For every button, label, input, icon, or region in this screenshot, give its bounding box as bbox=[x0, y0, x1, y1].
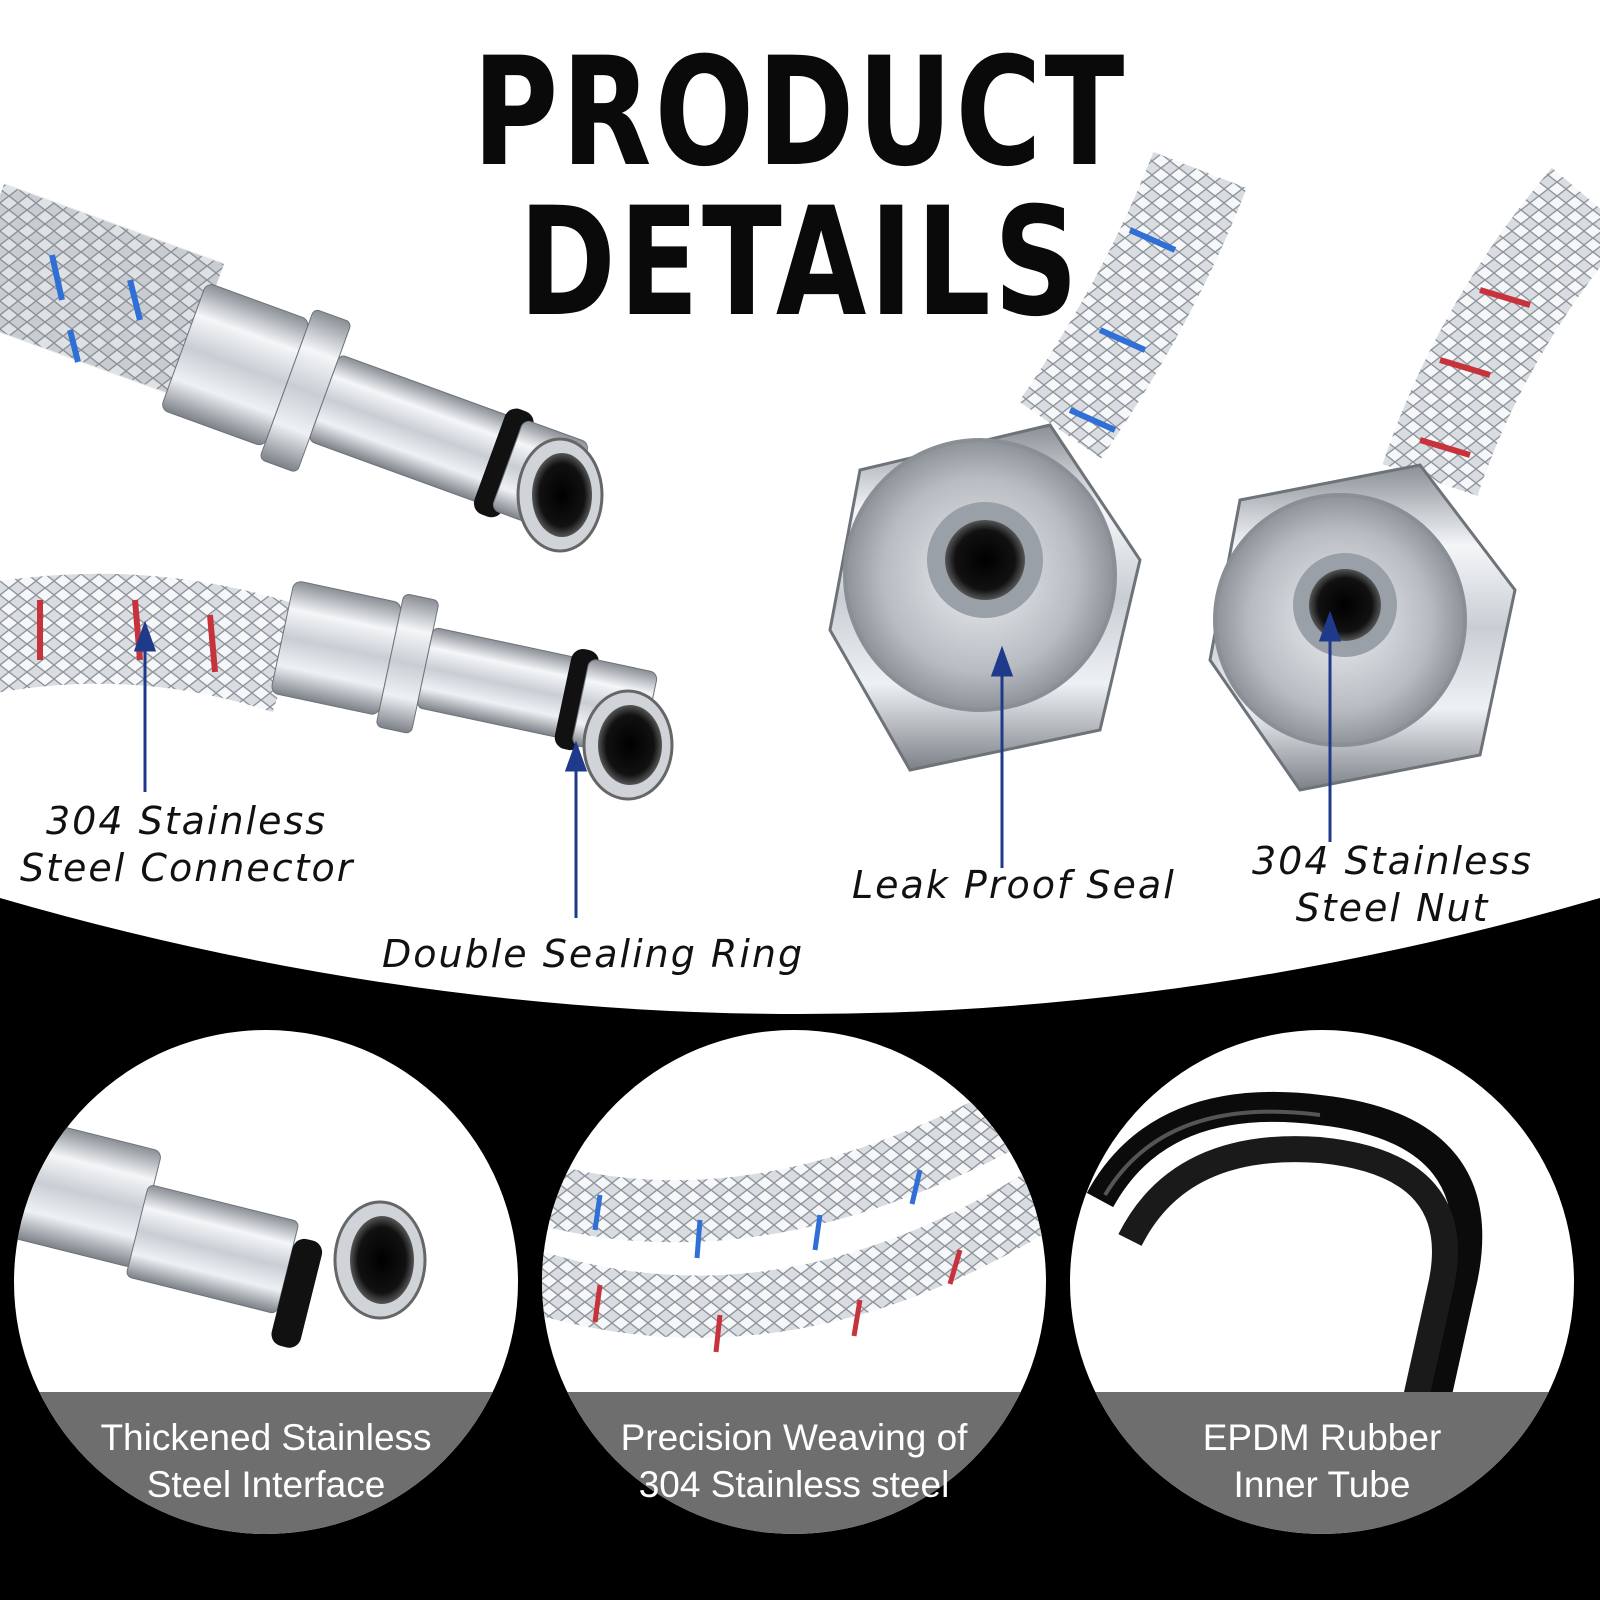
page-title: PRODUCT DETAILS bbox=[472, 26, 1128, 350]
callout-nut: 304 Stainless Steel Nut bbox=[1252, 838, 1533, 932]
hex-nut-icon bbox=[1208, 463, 1517, 792]
braided-hose-icon bbox=[0, 573, 308, 713]
callout-line: Steel Nut bbox=[1295, 886, 1490, 930]
feature-line: 304 Stainless steel bbox=[638, 1464, 950, 1505]
feature-caption-inner-tube: EPDM Rubber Inner Tube bbox=[1062, 1414, 1582, 1508]
callout-connector: 304 Stainless Steel Connector bbox=[20, 798, 354, 892]
feature-line: Inner Tube bbox=[1233, 1464, 1411, 1505]
callout-sealing-ring: Double Sealing Ring bbox=[382, 931, 804, 978]
callout-line: 304 Stainless bbox=[1252, 839, 1534, 883]
pointer-arrows bbox=[133, 610, 1342, 918]
feature-line: Steel Interface bbox=[146, 1464, 386, 1505]
feature-caption-weaving: Precision Weaving of 304 Stainless steel bbox=[534, 1414, 1054, 1508]
callout-line: Steel Connector bbox=[20, 846, 355, 890]
braided-hose-icon bbox=[1018, 151, 1247, 459]
feature-line: Precision Weaving of bbox=[620, 1417, 968, 1458]
callout-leak-proof-seal: Leak Proof Seal bbox=[852, 862, 1176, 909]
feature-line: Thickened Stainless bbox=[100, 1417, 432, 1458]
braided-hose-icon bbox=[1382, 167, 1600, 497]
o-ring-icon bbox=[582, 689, 674, 801]
callout-line: Double Sealing Ring bbox=[382, 932, 805, 976]
feature-caption-interface: Thickened Stainless Steel Interface bbox=[6, 1414, 526, 1508]
hex-nut-icon bbox=[828, 423, 1142, 772]
callout-line: Leak Proof Seal bbox=[852, 863, 1176, 907]
braided-hose-icon bbox=[0, 183, 225, 397]
feature-line: EPDM Rubber bbox=[1202, 1417, 1442, 1458]
o-ring-icon bbox=[516, 437, 604, 553]
callout-line: 304 Stainless bbox=[46, 799, 328, 843]
